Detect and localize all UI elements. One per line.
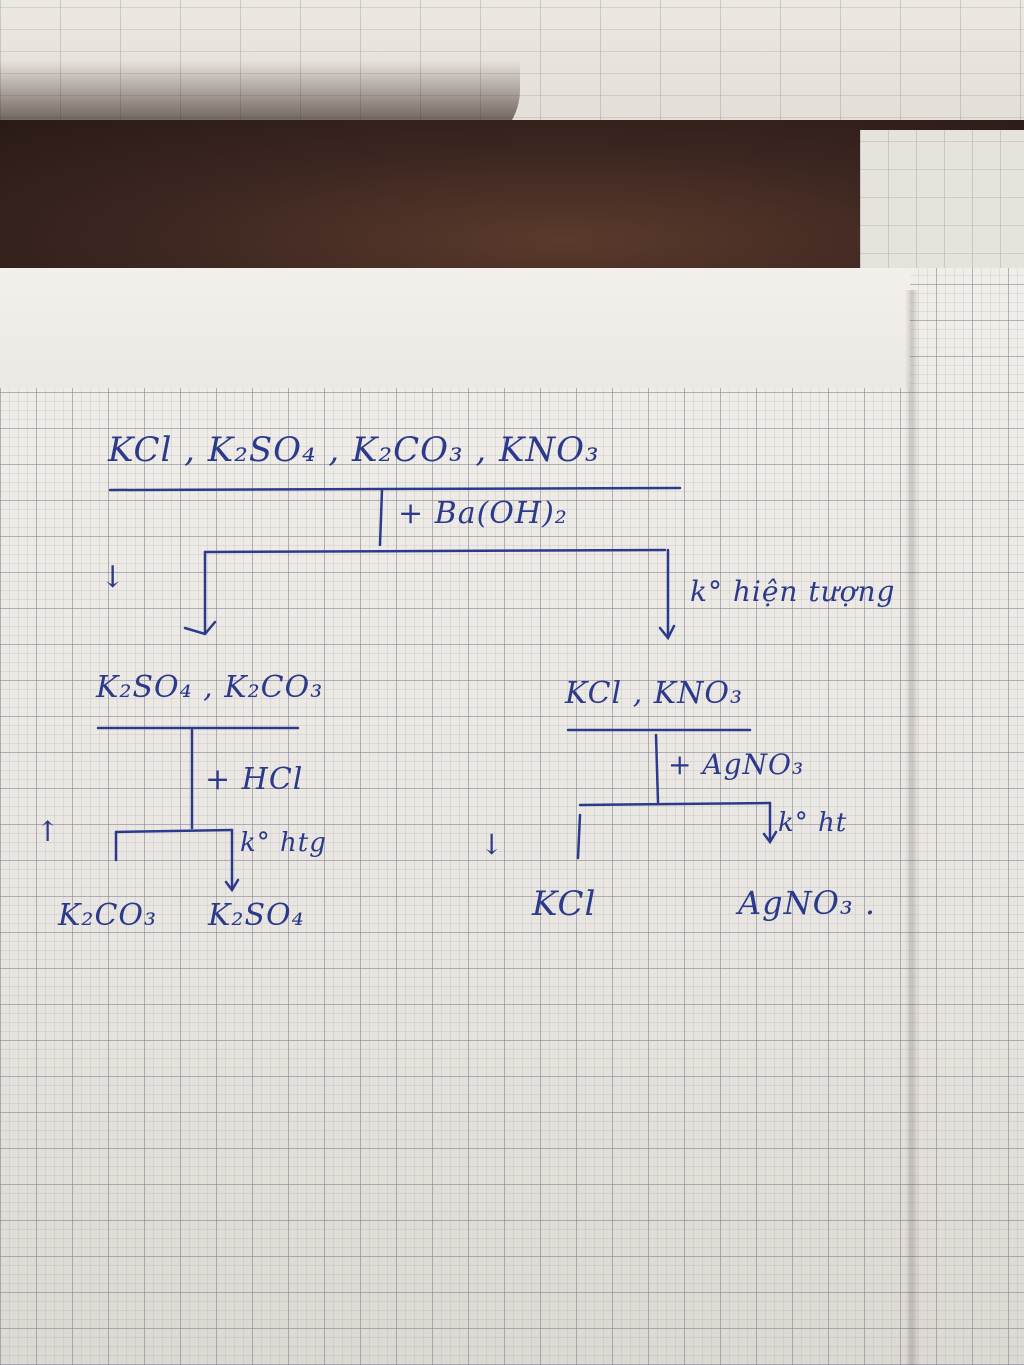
branch3-line: [578, 801, 772, 807]
reagent3-stem: [654, 733, 660, 804]
left-group-formula: K₂SO₄ , K₂CO₃: [96, 670, 324, 705]
reagent-silver-nitrate: + AgNO₃: [668, 748, 805, 781]
reagent1-stem: [378, 488, 384, 547]
mixture-underline: [108, 486, 682, 492]
no-reaction-note-3: k° ht: [778, 808, 848, 838]
paper-top-margin: [0, 268, 910, 388]
reagent-hydrochloric-acid: + HCl: [205, 762, 304, 797]
precipitate-arrow-1: ↓: [100, 560, 127, 595]
branch1-right-arrow: [658, 624, 676, 641]
gas-arrow: ↑: [36, 815, 61, 848]
no-reaction-note-2: k° htg: [240, 828, 327, 858]
grid-paper-page: [0, 268, 1024, 1365]
page-fold: [905, 290, 919, 1365]
result-potassium-chloride: KCl: [532, 884, 597, 924]
result-silver-nitrate: AgNO₃ .: [738, 884, 876, 922]
mixture-formula: KCl , K₂SO₄ , K₂CO₃ , KNO₃: [108, 430, 600, 470]
branch1-left-arrow: [183, 620, 217, 636]
precipitate-arrow-2: ↓: [480, 828, 505, 861]
no-reaction-note-1: k° hiện tượng: [690, 575, 896, 608]
result-potassium-carbonate: K₂CO₃: [58, 898, 158, 933]
branch2-line: [114, 828, 234, 834]
branch2-right-arrow: [224, 878, 240, 893]
result-potassium-sulfate: K₂SO₄: [208, 898, 305, 933]
branch3-right-arrow: [762, 830, 778, 845]
branch3-left: [576, 813, 582, 860]
reagent-barium-hydroxide: + Ba(OH)₂: [398, 496, 568, 531]
branch1-line: [203, 548, 667, 554]
right-group-formula: KCl , KNO₃: [565, 676, 744, 711]
